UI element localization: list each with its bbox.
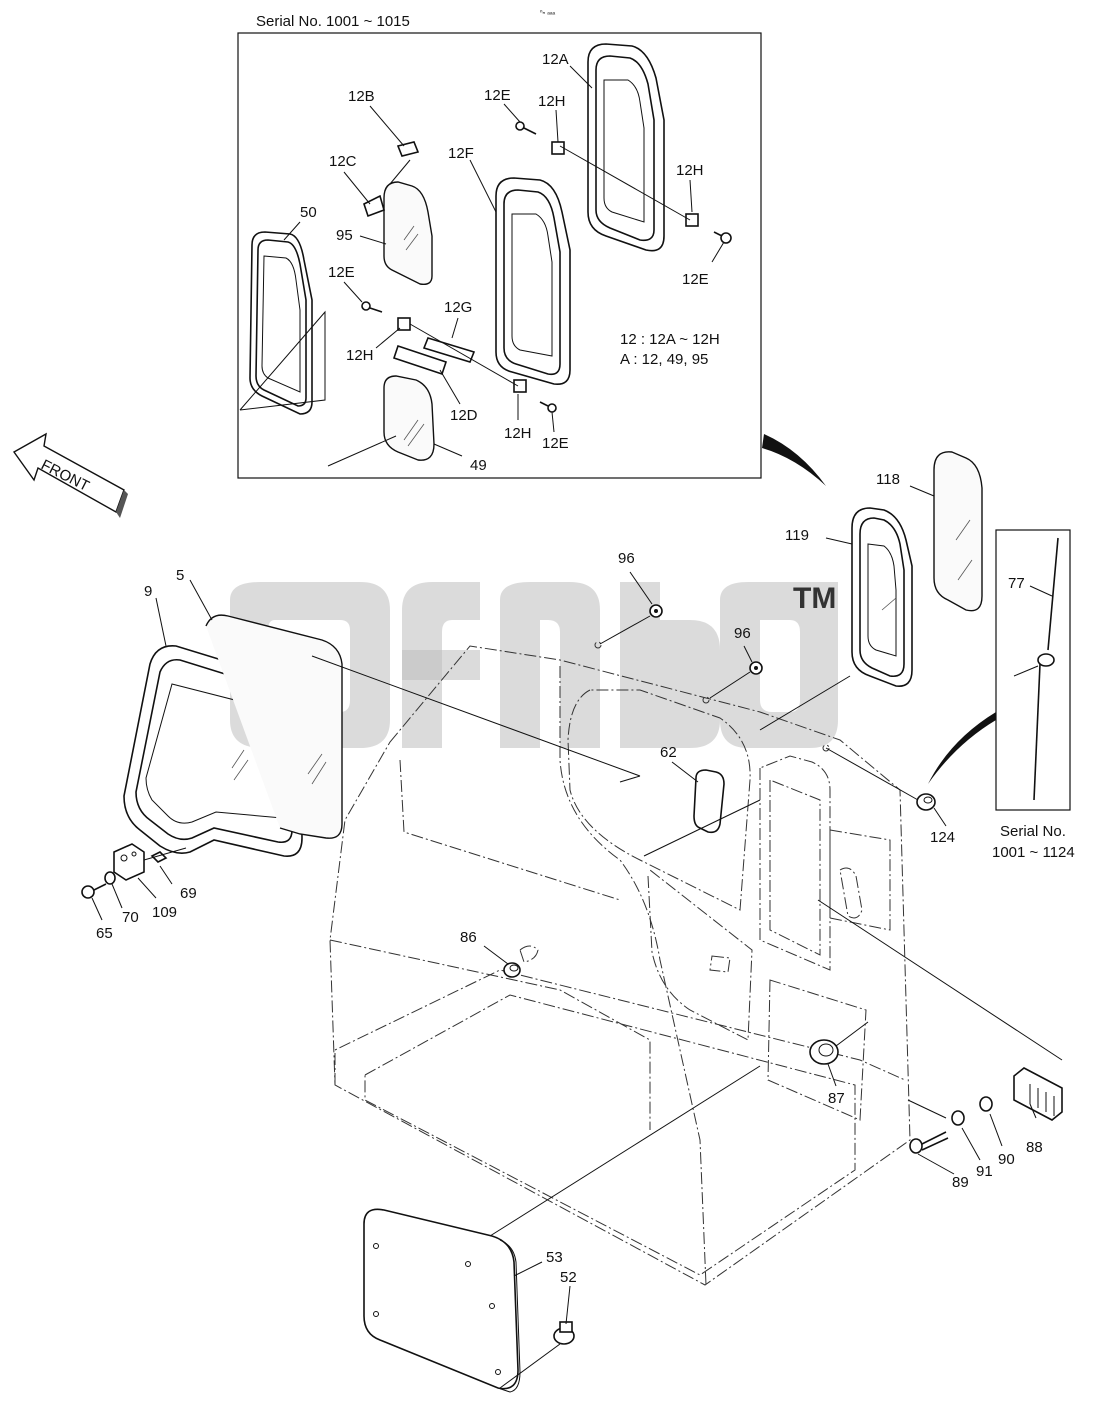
inset-panel: Serial No. 1001 ~ 1015 12 : 12A ~ 12H A …	[237, 13, 762, 479]
part-96-grommet-a	[649, 604, 663, 618]
part-53-cover	[363, 1208, 521, 1393]
label-12F: 12F	[448, 145, 474, 162]
part-90-washer	[979, 1096, 993, 1112]
label-96-a: 96	[618, 550, 635, 567]
label-12E-a: 12E	[484, 87, 511, 104]
part-91-washer	[951, 1110, 965, 1126]
label-70: 70	[122, 909, 139, 926]
inset-pointer	[762, 434, 826, 486]
part-70-washer	[104, 871, 116, 885]
part-52-bolt	[553, 1321, 575, 1345]
part-96-grommet-b	[749, 661, 763, 675]
label-88: 88	[1026, 1139, 1043, 1156]
top-marker: ⁿₙ ₐₐₐ	[540, 9, 555, 16]
part-95-glass	[383, 181, 433, 286]
label-12D: 12D	[450, 407, 478, 424]
label-12G: 12G	[444, 299, 472, 316]
label-65: 65	[96, 925, 113, 942]
label-12H-b: 12H	[676, 162, 704, 179]
trademark-text: TM	[793, 582, 836, 615]
label-12E-c: 12E	[328, 264, 355, 281]
label-12C: 12C	[329, 153, 357, 170]
part-49-glass	[383, 375, 435, 461]
label-90: 90	[998, 1151, 1015, 1168]
part-12F-frame	[495, 177, 571, 386]
label-69: 69	[180, 885, 197, 902]
part-12C-clip	[363, 194, 385, 218]
part-12H-block-d	[513, 379, 527, 393]
front-arrow: FRONT	[12, 432, 128, 518]
part-12G-strip	[422, 337, 476, 363]
part-119-frame	[851, 507, 913, 687]
part-12E-screw-a	[515, 121, 537, 135]
antenna-frame	[995, 529, 1071, 811]
label-77: 77	[1008, 575, 1025, 592]
cab-outline	[329, 641, 911, 1286]
part-109-bracket	[113, 843, 145, 881]
label-49: 49	[470, 457, 487, 474]
part-12B-clip	[396, 141, 420, 157]
label-119: 119	[785, 527, 809, 544]
part-65-bolt	[81, 883, 107, 899]
inset-title: Serial No. 1001 ~ 1015	[256, 13, 410, 30]
label-12E-b: 12E	[682, 271, 709, 288]
label-9: 9	[144, 583, 152, 600]
antenna-label-1: Serial No.	[1000, 823, 1066, 840]
label-62: 62	[660, 744, 677, 761]
label-50: 50	[300, 204, 317, 221]
label-118: 118	[876, 471, 900, 488]
label-91: 91	[976, 1163, 993, 1180]
label-12B: 12B	[348, 88, 375, 105]
part-77-antenna	[1047, 537, 1059, 651]
label-89: 89	[952, 1174, 969, 1191]
label-86: 86	[460, 929, 477, 946]
label-96-b: 96	[734, 625, 751, 642]
antenna-panel: Serial No. 1001 ~ 1124	[992, 529, 1075, 861]
watermark-logo: TM	[230, 582, 838, 748]
part-62-handle	[693, 769, 725, 834]
label-5: 5	[176, 567, 184, 584]
part-88-latch	[1013, 1067, 1063, 1121]
label-53: 53	[546, 1249, 563, 1266]
inset-frame	[237, 32, 762, 479]
part-12H-block-b	[685, 213, 699, 227]
label-109: 109	[152, 904, 177, 921]
label-12H-a: 12H	[538, 93, 566, 110]
part-86-grommet	[503, 962, 521, 978]
label-87: 87	[828, 1090, 845, 1107]
part-5-glass	[205, 614, 343, 839]
label-52: 52	[560, 1269, 577, 1286]
antenna-pointer	[928, 712, 996, 784]
part-12E-screw-d	[539, 401, 557, 413]
part-12H-block-a	[551, 141, 565, 155]
part-124-cap	[916, 793, 936, 811]
part-50-frame	[249, 231, 313, 415]
label-12A: 12A	[542, 51, 569, 68]
inset-leader-50	[239, 310, 326, 411]
inset-note-2: A : 12, 49, 95	[620, 351, 708, 368]
label-12H-d: 12H	[504, 425, 532, 442]
label-95: 95	[336, 227, 353, 244]
part-12E-screw-c	[361, 301, 383, 313]
antenna-label-2: 1001 ~ 1124	[992, 844, 1075, 861]
part-89-bolt	[909, 1131, 949, 1154]
inset-note-1: 12 : 12A ~ 12H	[620, 331, 720, 348]
part-118-glass	[933, 451, 983, 612]
part-12A-frame	[587, 43, 665, 252]
part-labels: 12A 12B 12C 12E 12H 12F 12H 12E 50 95 12…	[96, 51, 1043, 1286]
part-12E-screw-b	[713, 231, 732, 244]
label-124: 124	[930, 829, 955, 846]
label-12H-c: 12H	[346, 347, 374, 364]
label-12E-d: 12E	[542, 435, 569, 452]
part-87-grommet	[809, 1039, 839, 1065]
